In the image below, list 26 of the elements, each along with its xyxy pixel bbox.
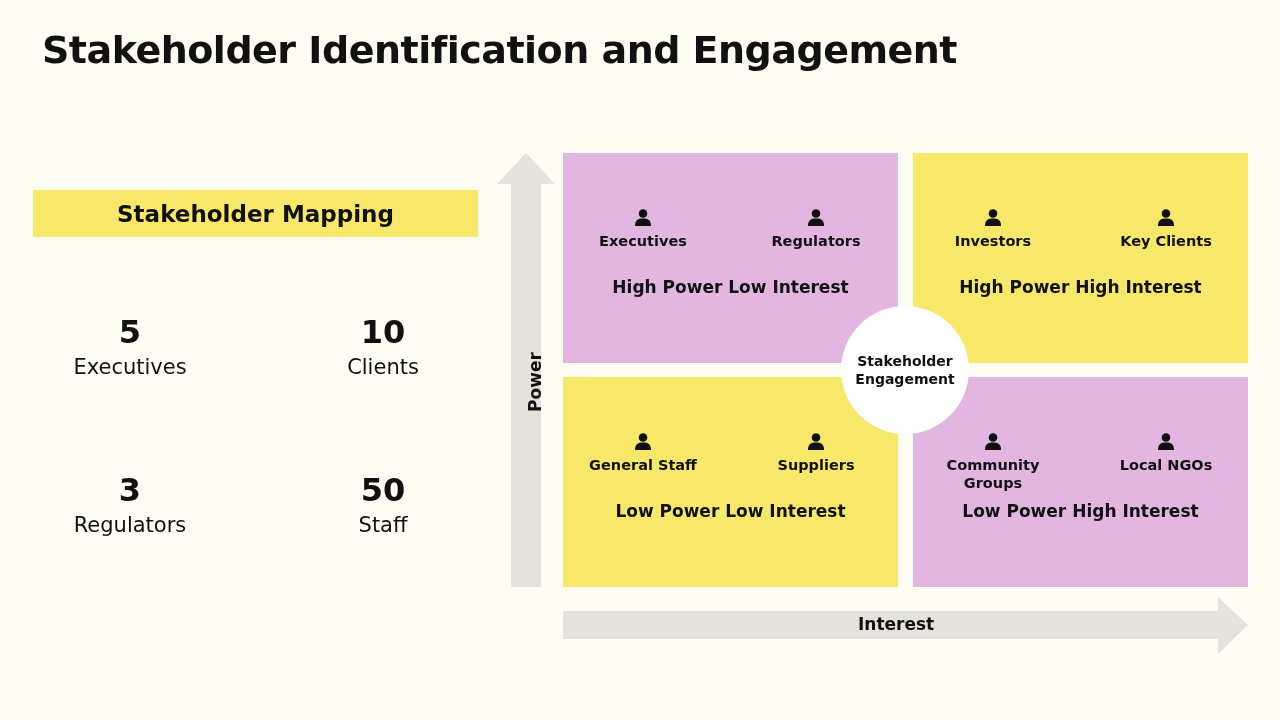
stakeholder-name: Local NGOs bbox=[1119, 456, 1213, 474]
stat-label: Clients bbox=[347, 354, 419, 381]
stat-label: Staff bbox=[358, 512, 408, 539]
stakeholder-name: Regulators bbox=[771, 232, 861, 250]
title: Stakeholder Identification and Engagement bbox=[42, 28, 958, 72]
circle-text: Stakeholder Engagement bbox=[854, 352, 956, 388]
quadrant-title: High Power High Interest bbox=[958, 277, 1203, 297]
stakeholder-name: Executives bbox=[599, 232, 687, 250]
stakeholder-name: General Staff bbox=[589, 456, 697, 474]
quadrant-title: High Power Low Interest bbox=[611, 277, 850, 297]
stakeholder-name: Investors bbox=[954, 232, 1032, 250]
stat-number: 50 bbox=[360, 470, 406, 510]
quadrant-title: Low Power High Interest bbox=[961, 501, 1200, 521]
stat-label: Executives bbox=[73, 354, 187, 381]
stat-number: 3 bbox=[118, 470, 142, 510]
axis-label: Power bbox=[524, 352, 545, 412]
stat-label: Regulators bbox=[73, 512, 187, 539]
stakeholder-name: Community Groups bbox=[945, 456, 1041, 492]
stat-number: 5 bbox=[118, 312, 142, 352]
header-text: Stakeholder Mapping bbox=[117, 200, 394, 227]
section-header bbox=[33, 190, 478, 237]
stakeholder-name: Key Clients bbox=[1120, 232, 1212, 250]
axis-label: Interest bbox=[858, 614, 935, 634]
quadrant-title: Low Power Low Interest bbox=[614, 501, 847, 521]
stat-number: 10 bbox=[360, 312, 406, 352]
stakeholder-name: Suppliers bbox=[777, 456, 855, 474]
